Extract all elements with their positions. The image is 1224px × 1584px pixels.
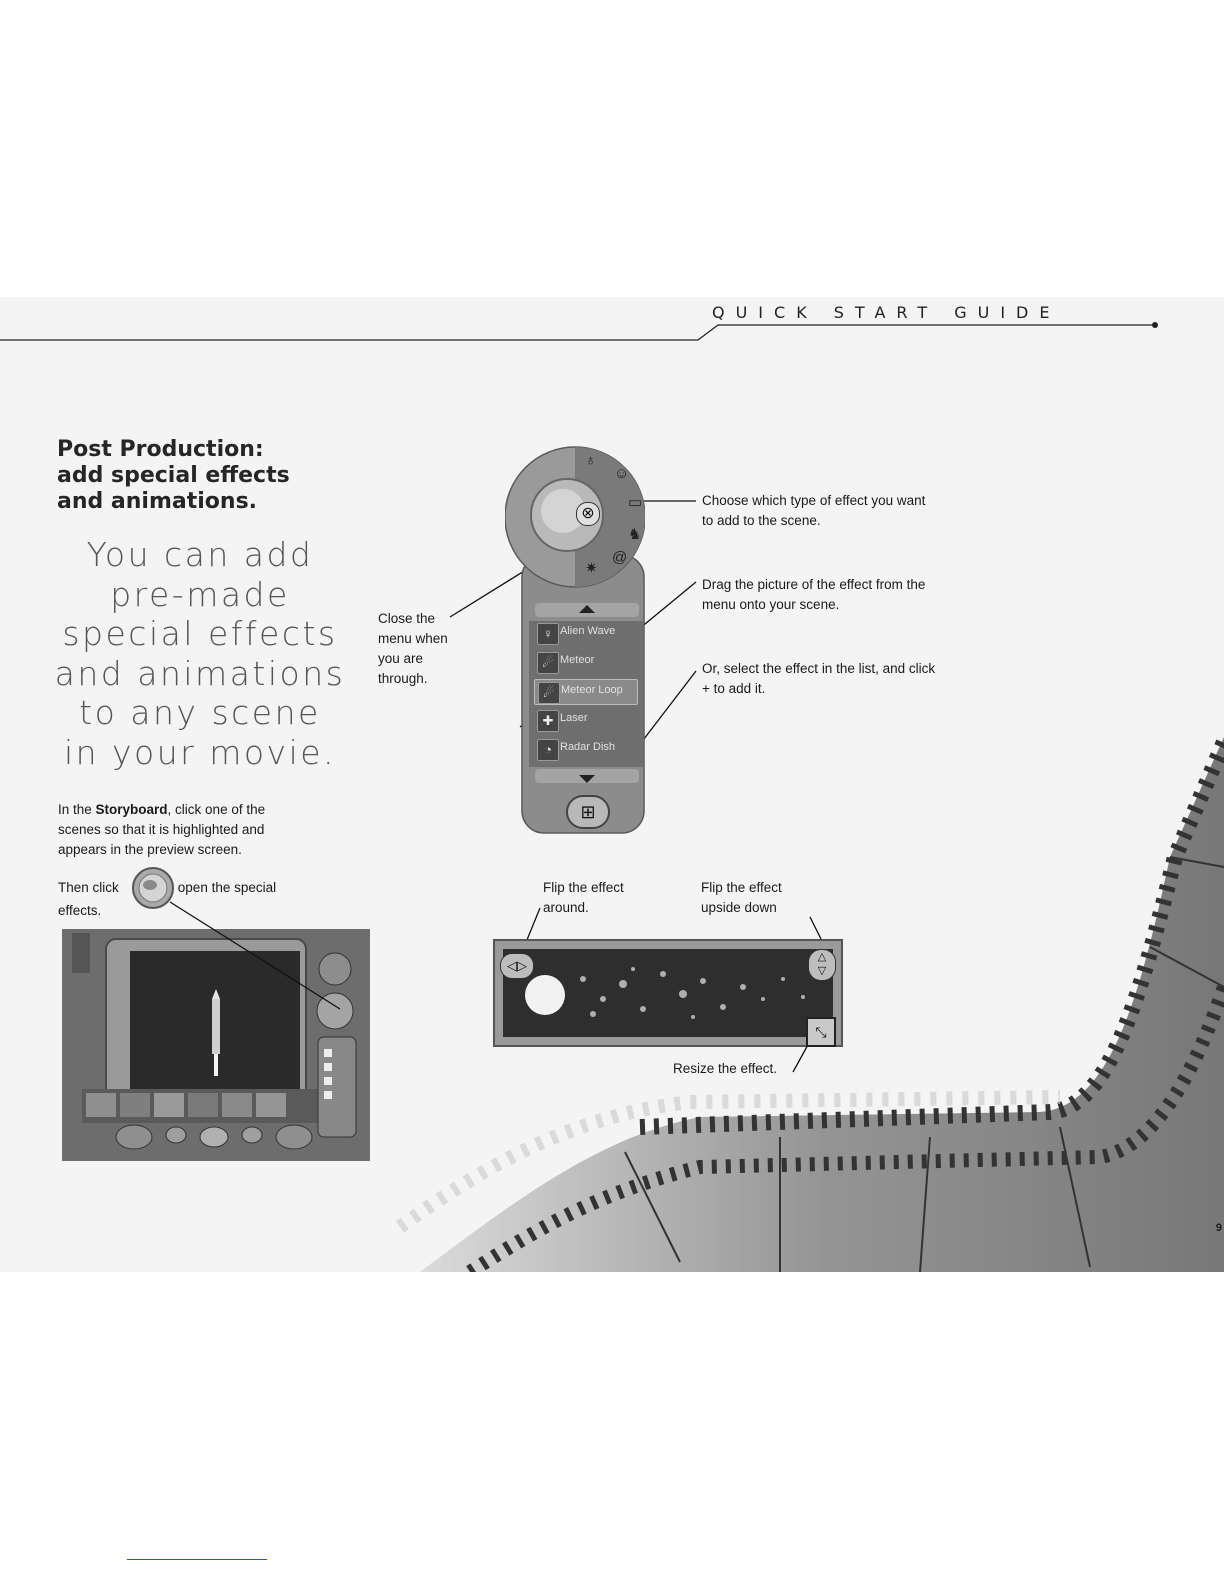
callout-line: Flip the effect <box>701 880 782 895</box>
section-heading: Post Production: add special effects and… <box>57 437 290 515</box>
close-menu-button[interactable]: ⊗ <box>576 502 600 526</box>
effect-label: Laser <box>560 712 588 724</box>
effect-list-item[interactable]: ☄ Meteor <box>534 650 636 674</box>
step-2-rest: to open the special <box>162 880 277 895</box>
step-2-line-2: effects. <box>58 903 102 918</box>
step-2-text: Then click to open the special effects. <box>58 878 276 921</box>
spiral-icon[interactable]: @ <box>612 549 628 566</box>
app-screenshot <box>62 929 370 1161</box>
heading-line-2: add special effects <box>57 463 290 488</box>
flip-horizontal-button[interactable]: ◁▷ <box>500 953 534 979</box>
effect-label: Meteor Loop <box>561 684 623 696</box>
callout-line: Close the <box>378 611 436 626</box>
step-1-line-2: scenes so that it is highlighted and <box>58 822 265 837</box>
creature-icon[interactable]: ♞ <box>628 526 642 543</box>
footer-link-underline <box>127 1559 267 1560</box>
special-effects-button-icon <box>132 867 174 909</box>
film-strip-decoration <box>395 737 1224 1272</box>
intro-line-3: special effects <box>62 614 338 653</box>
effect-label: Meteor <box>560 654 595 666</box>
radar-dish-icon: ◔ <box>537 739 559 761</box>
header-title: QUICK START GUIDE <box>712 303 1061 322</box>
callout-drag: Drag the picture of the effect from the … <box>702 575 925 615</box>
callout-line: Or, select the effect in the list, and c… <box>702 661 936 676</box>
heading-line-3: and animations. <box>57 489 258 514</box>
callout-line: Drag the picture of the effect from the <box>702 577 926 592</box>
callout-flip-upside: Flip the effect upside down <box>701 878 782 918</box>
alien-icon: ♀ <box>537 623 559 645</box>
flip-vertical-button[interactable]: △▽ <box>808 949 836 981</box>
callout-line: you are <box>378 651 424 666</box>
spaceship-icon[interactable]: ▭ <box>628 494 643 511</box>
resize-handle[interactable]: ⤡ <box>806 1017 836 1047</box>
mask-icon[interactable]: ☺ <box>614 465 630 482</box>
intro-line-5: to any scene <box>79 693 321 732</box>
effect-label: Radar Dish <box>560 741 616 753</box>
meteor-loop-icon: ☄ <box>538 682 560 704</box>
add-effect-button[interactable]: ⊞ <box>566 795 610 829</box>
callout-select: Or, select the effect in the list, and c… <box>702 659 935 699</box>
intro-line-6: in your movie. <box>63 732 337 772</box>
callout-line: menu when <box>378 631 448 646</box>
step-1-line-3: appears in the preview screen. <box>58 842 242 857</box>
intro-line-2: pre-made <box>110 574 290 614</box>
laser-icon: ✚ <box>537 710 559 732</box>
callout-choose-type: Choose which type of effect you want to … <box>702 491 925 531</box>
storyboard-term: Storyboard <box>95 802 168 817</box>
planet-icon[interactable]: ♁ <box>585 452 597 469</box>
callout-line: + to add it. <box>702 681 766 696</box>
callout-line: to add to the scene. <box>702 513 821 528</box>
header-rule <box>0 322 1158 341</box>
callout-line: upside down <box>701 900 777 915</box>
page-number: 9 <box>1215 1222 1222 1234</box>
heading-line-1: Post Production: <box>57 437 264 462</box>
callout-line: around. <box>543 900 589 915</box>
callout-flip-around: Flip the effect around. <box>543 878 624 918</box>
callout-line: Choose which type of effect you want <box>702 493 926 508</box>
step-1-rest: , click one of the <box>167 802 266 817</box>
effect-preview-box <box>493 939 843 1047</box>
callout-resize: Resize the effect. <box>673 1061 778 1076</box>
effect-list-item-selected[interactable]: ☄ Meteor Loop <box>534 679 638 705</box>
effect-list-item[interactable]: ✚ Laser <box>534 708 636 732</box>
explosion-icon[interactable]: ✷ <box>585 560 598 577</box>
intro-line-1: You can add <box>86 535 314 574</box>
effect-list-item[interactable]: ◔ Radar Dish <box>534 737 636 761</box>
step-2-prefix: Then click <box>58 880 119 895</box>
step-1-text: In the Storyboard, click one of the scen… <box>58 800 265 860</box>
callout-close-menu: Close the menu when you are through. <box>378 609 448 689</box>
callout-line: menu onto your scene. <box>702 597 840 612</box>
intro-text: You can add pre-made special effects and… <box>50 535 350 772</box>
step-1-prefix: In the <box>58 802 96 817</box>
intro-line-4: and animations <box>54 653 346 693</box>
callout-line: through. <box>378 671 428 686</box>
callout-line: Flip the effect <box>543 880 624 895</box>
effect-label: Alien Wave <box>560 625 616 637</box>
meteor-icon: ☄ <box>537 652 559 674</box>
effect-list-item[interactable]: ♀ Alien Wave <box>534 621 636 645</box>
manual-page: QUICK START GUIDE Post Production: add s… <box>0 297 1224 1272</box>
